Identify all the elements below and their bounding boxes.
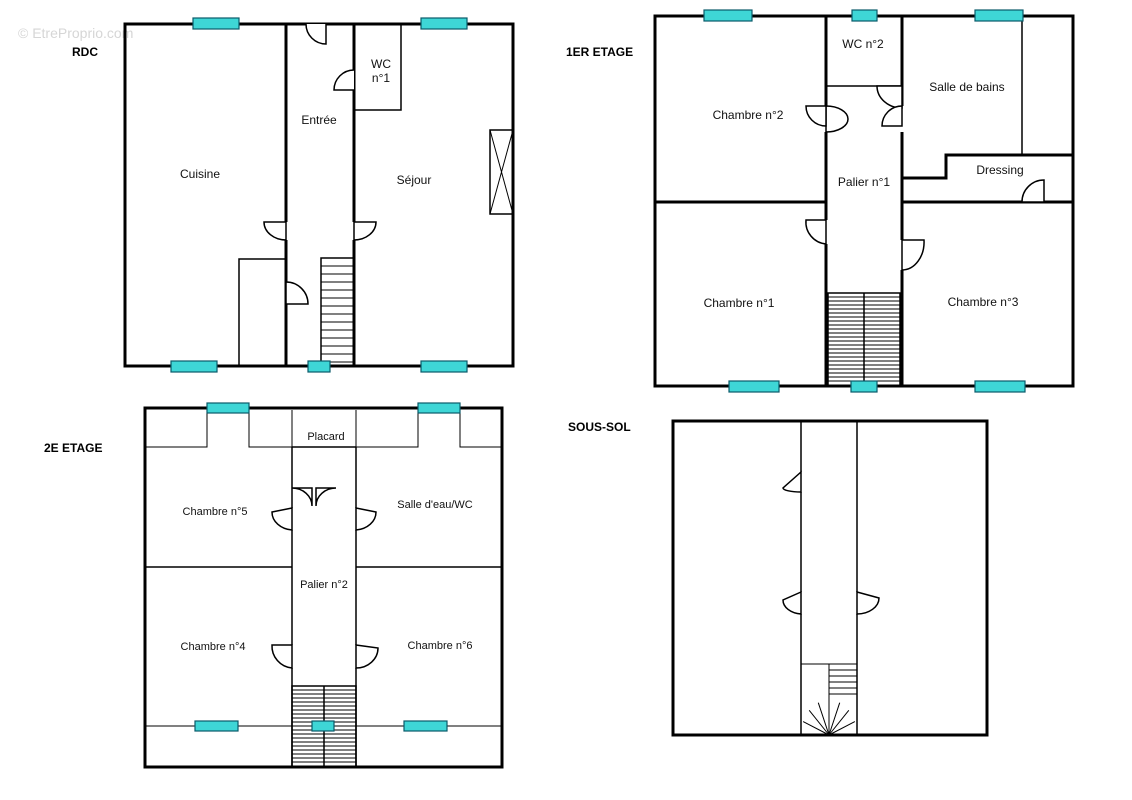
rdc-room-wc1-line1: WC <box>371 57 391 71</box>
floor-etage1: 1ER ETAGE <box>566 9 1075 393</box>
rdc-wc1-door <box>333 69 355 91</box>
etage1-window-bottom-left <box>728 380 780 393</box>
sous-sol-winder-tread <box>808 709 830 736</box>
floor-etage2: 2E ETAGE <box>44 402 504 769</box>
sous-sol-winder-tread <box>828 721 856 736</box>
etage2-window-top-left <box>206 402 250 414</box>
rdc-cuisine-door <box>263 221 287 241</box>
etage1-room-salle-de-bains: Salle de bains <box>929 80 1004 94</box>
etage2-room-salle-eau: Salle d'eau/WC <box>397 499 473 511</box>
etage1-room-chambre3: Chambre n°3 <box>948 295 1019 309</box>
rdc-stair-frame <box>320 257 355 367</box>
floor-title-etage1: 1ER ETAGE <box>566 45 633 59</box>
rdc-window-bottom-door <box>307 360 331 373</box>
etage2-room-chambre5: Chambre n°5 <box>183 506 248 518</box>
etage2-placard-door-right <box>315 487 337 507</box>
rdc-sejour-door <box>353 221 377 241</box>
rdc-outer-walls <box>123 22 515 368</box>
etage1-window-top-right <box>974 9 1024 22</box>
rdc-staircase <box>320 257 355 367</box>
etage2-room-palier2: Palier n°2 <box>300 579 348 591</box>
floor-title-rdc: RDC <box>72 45 98 59</box>
etage2-window-bottom-right <box>403 720 448 732</box>
etage1-sdb-door <box>876 85 903 109</box>
rdc-room-sejour: Séjour <box>397 173 432 187</box>
sous-sol-door-upper <box>782 470 802 493</box>
etage2-window-bottom-left <box>194 720 239 732</box>
sous-sol-winder-tread <box>828 709 850 736</box>
etage1-staircase <box>827 292 901 387</box>
floor-sous-sol: SOUS-SOL <box>568 419 989 737</box>
rdc-closet-door <box>285 281 309 305</box>
etage1-window-bottom-mid <box>850 380 878 393</box>
floor-title-sous-sol: SOUS-SOL <box>568 420 631 434</box>
etage1-room-palier1: Palier n°1 <box>838 175 890 189</box>
etage1-window-top-wc <box>851 9 878 22</box>
etage2-room-placard: Placard <box>307 431 344 443</box>
etage1-window-bottom-right <box>974 380 1026 393</box>
etage1-chambre2-door <box>825 105 849 133</box>
sous-sol-door-right <box>856 591 880 615</box>
etage2-chambre6-door <box>355 644 379 669</box>
rdc-window-bottom-left <box>170 360 218 373</box>
rdc-entry-door <box>305 23 327 45</box>
rdc-window-top-right <box>420 17 468 30</box>
etage2-salle-eau-door <box>355 507 377 531</box>
floor-rdc: RDC Cuisine <box>72 17 515 373</box>
watermark: © EtreProprio.com <box>18 25 133 41</box>
rdc-room-wc1-line2: n°1 <box>372 71 390 85</box>
etage1-chambre3-door <box>901 239 925 271</box>
rdc-room-cuisine: Cuisine <box>180 167 220 181</box>
etage2-placard-door-left <box>291 487 313 507</box>
etage1-dressing-door <box>1021 179 1045 203</box>
sous-sol-door-left <box>782 590 802 615</box>
floor-title-etage2: 2E ETAGE <box>44 441 102 455</box>
rdc-fireplace <box>489 129 514 215</box>
etage2-room-chambre4: Chambre n°4 <box>181 641 246 653</box>
etage1-room-dressing: Dressing <box>976 163 1023 177</box>
etage1-room-wc2: WC n°2 <box>842 37 884 51</box>
etage2-room-chambre6: Chambre n°6 <box>408 640 473 652</box>
etage1-room-chambre2: Chambre n°2 <box>713 108 784 122</box>
etage1-chambre1-door <box>805 219 827 245</box>
etage1-room-chambre1: Chambre n°1 <box>704 296 775 310</box>
sous-sol-winder-tread <box>817 702 830 736</box>
etage1-dressing-top <box>902 153 1073 180</box>
etage2-chambre4-door <box>271 644 293 669</box>
etage2-chambre5-door <box>271 507 293 531</box>
sous-sol-winder-tread <box>828 702 841 736</box>
rdc-window-bottom-right <box>420 360 468 373</box>
etage2-window-top-right <box>417 402 461 414</box>
rdc-window-top-left <box>192 17 240 30</box>
sous-sol-winder-tread <box>802 721 830 736</box>
rdc-room-entree: Entrée <box>301 113 337 127</box>
rdc-closet-walls <box>238 258 286 366</box>
sous-sol-staircase <box>800 663 858 736</box>
etage2-window-bottom-mid <box>311 720 335 732</box>
rdc-wc1-walls <box>354 24 402 111</box>
etage1-window-top-left <box>703 9 753 22</box>
